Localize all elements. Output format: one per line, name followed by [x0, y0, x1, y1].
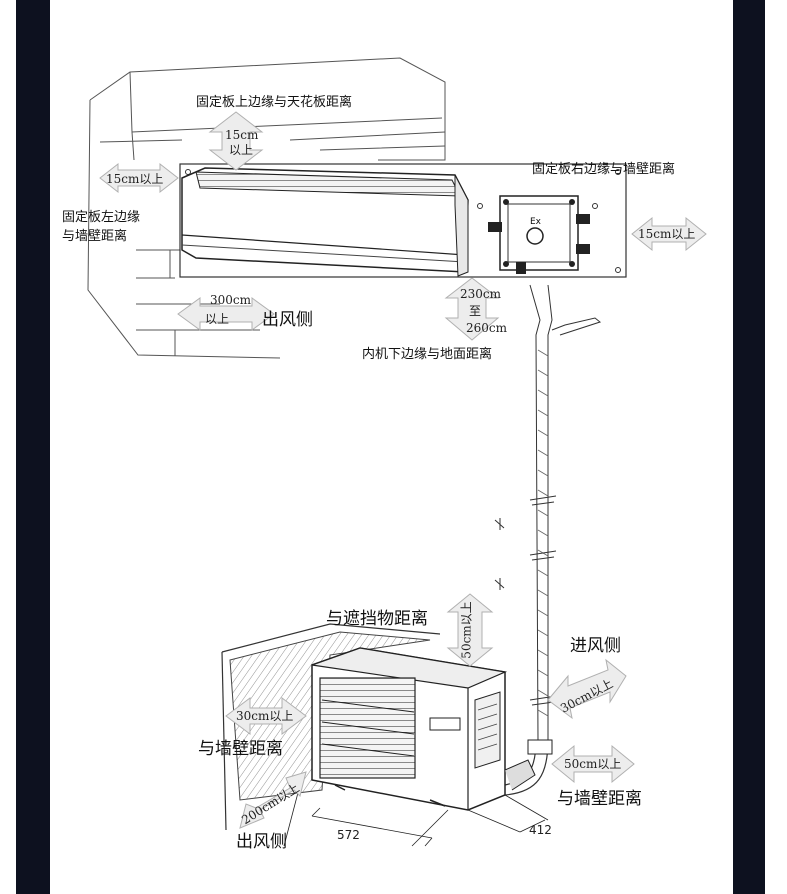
arrow-height	[444, 277, 500, 341]
box-mark: Ex	[530, 217, 542, 227]
outlet-side-outdoor-label: 出风侧	[236, 832, 287, 852]
arrow-obstacle-50cm	[446, 593, 494, 667]
arrow-left-15cm	[99, 162, 179, 194]
indoor-unit	[181, 167, 469, 277]
arrow-inlet-30cm	[547, 658, 627, 720]
floor-distance-label: 内机下边缘与地面距离	[362, 347, 493, 362]
width-572-dim: 572	[337, 828, 360, 842]
arrow-top-15cm	[208, 111, 264, 171]
arrow-right-wall-50cm	[551, 744, 635, 784]
front-300cm-dim-line2: 以上	[205, 312, 230, 326]
arrow-right-15cm	[631, 216, 707, 252]
outdoor-unit	[311, 647, 536, 811]
dimension-lines	[283, 784, 549, 847]
pipe-coupler	[527, 739, 553, 755]
top-15cm-dim-line1: 15cm	[225, 128, 259, 142]
left-border-strip	[0, 0, 16, 894]
obstacle-distance-label: 与遮挡物距离	[326, 609, 428, 629]
arrow-front-300cm	[177, 297, 275, 331]
height-dim-line1: 230cm	[460, 287, 502, 301]
left-wall-30cm-dim: 30cm以上	[236, 709, 294, 723]
right-border-strip	[765, 0, 787, 894]
obstacle-50cm-dim: 50cm以上	[459, 601, 474, 659]
outlet-side-indoor-label: 出风侧	[262, 310, 313, 330]
inlet-side-label: 进风侧	[570, 636, 621, 656]
wall-distance-right-label: 与墙壁距离	[557, 789, 642, 809]
arrow-left-wall-30cm	[225, 697, 307, 735]
height-dim-line2: 至	[469, 304, 482, 318]
right-wall-50cm-dim: 50cm以上	[564, 757, 622, 771]
left-wall-distance-label-line1: 固定板左边缘	[62, 210, 141, 225]
piping	[529, 284, 602, 741]
top-15cm-dim-line2: 以上	[229, 143, 254, 157]
distance-arrows	[99, 111, 707, 829]
right-wall-distance-label: 固定板右边缘与墙壁距离	[532, 162, 676, 177]
arrow-outlet-200cm	[239, 771, 307, 829]
right-15cm-dim: 15cm以上	[638, 227, 696, 241]
height-dim-line3: 260cm	[466, 321, 508, 335]
depth-412-dim: 412	[529, 823, 552, 837]
junction-box	[488, 195, 590, 274]
pipe-wrap-stripes	[537, 349, 549, 717]
front-300cm-dim-line1: 300cm	[210, 293, 252, 307]
ceiling-distance-label: 固定板上边缘与天花板距离	[196, 95, 353, 110]
wall-distance-left-label: 与墙壁距离	[198, 739, 283, 759]
outdoor-wall	[221, 623, 441, 831]
left-15cm-dim: 15cm以上	[106, 172, 164, 186]
pipe-clamps	[494, 495, 557, 706]
left-wall-distance-label-line2: 与墙壁距离	[62, 229, 128, 244]
